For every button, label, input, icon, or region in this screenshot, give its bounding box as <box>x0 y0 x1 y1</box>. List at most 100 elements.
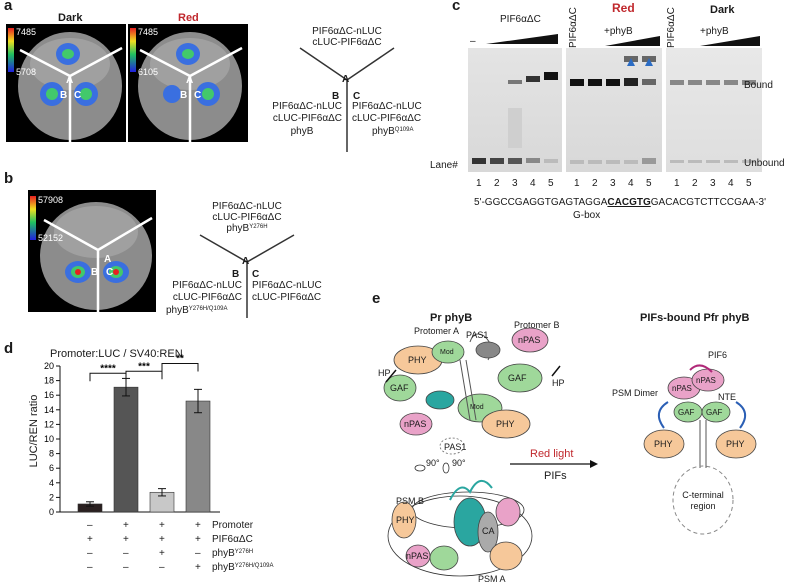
panel-b-top-line-3: phyBY276H <box>226 223 268 234</box>
gel-2 <box>566 48 662 172</box>
gbox-sequence: CACGTG <box>607 197 651 208</box>
treatment-label: phyBY276H/Q109A <box>212 562 274 573</box>
psm-dimer-label: PSM Dimer <box>612 388 659 398</box>
dark-sector-a: A <box>66 75 74 86</box>
y-tick-label: 20 <box>44 361 54 371</box>
treatment-label: PIF6αΔC <box>212 534 253 545</box>
pif6-label: PIF6 <box>708 350 728 360</box>
lane-number: 4 <box>728 178 734 189</box>
npas-bottom-label: nPAS <box>406 551 429 561</box>
bound-label: Bound <box>744 80 773 91</box>
leaf-image-dark <box>6 24 126 142</box>
significance-label: ** <box>176 353 184 364</box>
leaf-image-b <box>28 190 156 312</box>
treatment-sign: + <box>159 548 165 559</box>
treatment-sign: – <box>87 562 93 573</box>
dark-sector-b: B <box>60 90 68 101</box>
y-tick-label: 0 <box>49 507 54 517</box>
red-light-label: Red light <box>530 448 574 460</box>
dark-scale-min: 5708 <box>16 67 37 77</box>
panel-b-b-line-2: cLUC-PIF6αΔC <box>172 292 242 303</box>
red-sector-c: C <box>194 90 202 101</box>
panel-b-b-line-3: phyBY276H/Q109A <box>166 305 228 316</box>
panel-c-g2-sub: +phyB <box>604 26 633 37</box>
panel-b-scale-min: 52152 <box>38 233 64 243</box>
npas-right-left-label: nPAS <box>672 384 692 393</box>
lane-number: 3 <box>610 178 616 189</box>
significance-bracket <box>125 370 163 380</box>
leaf-image-red <box>128 24 248 142</box>
lane-number: 4 <box>530 178 536 189</box>
panel-a-c-line-1: PIF6αΔC-nLUC <box>352 101 422 112</box>
dark-scale-max: 7485 <box>16 27 37 37</box>
panel-c-g3-sub: +phyB <box>700 26 729 37</box>
y-tick-label: 10 <box>44 434 54 444</box>
lane-number: 1 <box>476 178 482 189</box>
treatment-sign: + <box>87 534 93 545</box>
panel-a-label-b: B <box>332 91 340 102</box>
panel-b-top-line-1: PIF6αΔC-nLUC <box>212 201 282 212</box>
y-tick-label: 6 <box>49 463 54 473</box>
panel-c-g2-cond: Red <box>612 1 635 15</box>
treatment-sign: + <box>159 534 165 545</box>
panel-b-c-line-2: cLUC-PIF6αΔC <box>252 292 322 303</box>
panel-c-dash: – <box>470 36 476 47</box>
protomer-b-label: Protomer B <box>514 320 560 330</box>
treatment-sign: – <box>123 548 129 559</box>
treatment-sign: + <box>159 520 165 531</box>
nte-label: NTE <box>718 392 736 402</box>
y-tick-label: 16 <box>44 390 54 400</box>
lane-number: 2 <box>494 178 500 189</box>
dark-label: Dark <box>58 12 83 24</box>
panel-b-scale-max: 57908 <box>38 195 64 205</box>
red-sector-a: A <box>186 75 194 86</box>
significance-label: *** <box>138 361 150 372</box>
treatment-label: phyBY276H <box>212 548 254 559</box>
lane-number: 2 <box>592 178 598 189</box>
hp-right-label: HP <box>552 378 565 388</box>
y-tick-label: 2 <box>49 492 54 502</box>
panel-d-letter: d <box>4 340 14 357</box>
lane-number: 1 <box>574 178 580 189</box>
panel-a-top-line-1: PIF6αΔC-nLUC <box>312 26 382 37</box>
phy-bottom-label: PHY <box>396 515 415 525</box>
chart-title: Promoter:LUC / SV40:REN <box>50 348 183 360</box>
gaf-left-label: GAF <box>390 383 409 393</box>
panel-a-label-c: C <box>353 91 361 102</box>
ca-label: CA <box>482 526 495 536</box>
rotation-right-label: 90° <box>452 458 466 468</box>
arrowhead-icon <box>627 58 635 66</box>
red-scale-min: 6105 <box>138 67 159 77</box>
dna-sequence: 5'-GGCCGAGGTGAGTAGGACACGTGGACACGTCTTCCGA… <box>474 197 766 208</box>
significance-bracket <box>161 362 199 372</box>
right-title: PIFs-bound Pfr phyB <box>640 312 750 324</box>
panel-a-label-a: A <box>342 74 350 85</box>
lane-number: 2 <box>692 178 698 189</box>
gel-3 <box>666 48 762 172</box>
treatment-sign: + <box>123 520 129 531</box>
panel-b-c-line-1: PIF6αΔC-nLUC <box>252 280 322 291</box>
panel-b-label-b: B <box>232 269 240 280</box>
left-title: Pr phyB <box>430 312 473 324</box>
red-label: Red <box>178 12 199 24</box>
panel-a-b-line-3: phyB <box>290 126 314 137</box>
c-terminal-label: C-terminal <box>682 490 724 500</box>
hp-left-label: HP <box>378 368 391 378</box>
npas-left-label: nPAS <box>404 419 427 429</box>
red-scale-max: 7485 <box>138 27 159 37</box>
treatment-sign: + <box>195 534 201 545</box>
panel-a-c-line-2: cLUC-PIF6αΔC <box>352 113 422 124</box>
y-tick-label: 12 <box>44 419 54 429</box>
phy-right-left-label: PHY <box>654 439 673 449</box>
panel-c-g3-cond: Dark <box>710 4 735 16</box>
pas1-bottom-label: PAS1 <box>444 442 467 452</box>
panel-c-g1-label: PIF6αΔC <box>500 14 541 25</box>
gaf-right-right-label: GAF <box>706 408 723 417</box>
panel-b-b-line-1: PIF6αΔC-nLUC <box>172 280 242 291</box>
pifs-label: PIFs <box>544 470 567 482</box>
treatment-sign: + <box>123 534 129 545</box>
red-sector-b: B <box>180 90 188 101</box>
gel-1 <box>468 48 562 172</box>
